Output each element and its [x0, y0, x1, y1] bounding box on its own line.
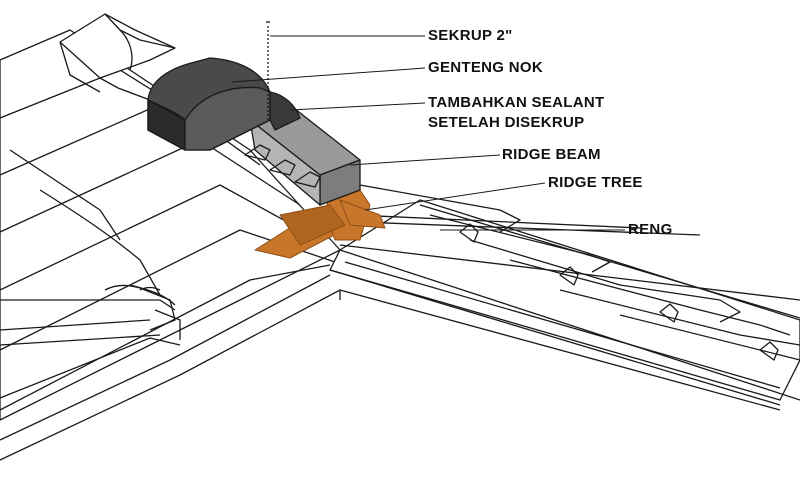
left-roof-slope: [0, 29, 341, 421]
label-ridge-beam: RIDGE BEAM: [502, 146, 601, 163]
right-roof-slope: [329, 184, 800, 406]
label-sealant-line1: TAMBAHKAN SEALANT: [428, 94, 605, 111]
label-sealant-line2: SETELAH DISEKRUP: [428, 114, 585, 131]
screw: [266, 21, 270, 120]
ridge-clips: [244, 144, 321, 188]
label-genteng-nok: GENTENG NOK: [428, 59, 543, 76]
label-ridge-tree: RIDGE TREE: [548, 174, 643, 191]
label-sekrup: SEKRUP 2": [428, 27, 513, 44]
label-reng: RENG: [628, 221, 673, 238]
reng-battens: [354, 214, 701, 236]
fascia: [0, 274, 781, 461]
leader-lines: [231, 35, 625, 231]
upper-ridge-tiles: [59, 13, 176, 101]
